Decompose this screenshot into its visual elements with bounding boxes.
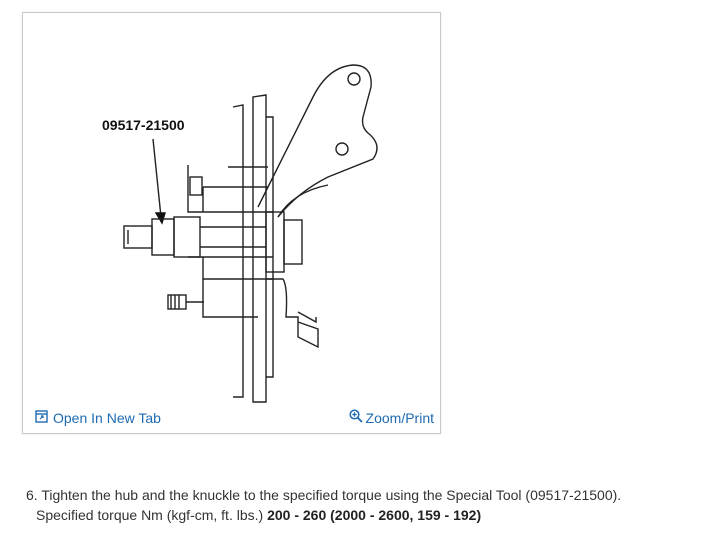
special-tool	[123, 211, 303, 273]
figure-card: 09517-21500	[22, 12, 441, 434]
torque-values: 200 - 260 (2000 - 2600, 159 - 192)	[267, 507, 482, 523]
open-in-new-tab-link[interactable]: Open In New Tab	[35, 410, 161, 426]
zoom-print-label: Zoom/Print	[365, 409, 434, 426]
arrow-head	[154, 212, 166, 225]
lower-knuckle	[167, 278, 319, 349]
open-in-new-tab-icon	[35, 410, 48, 426]
instruction-line-1: 6. Tighten the hub and the knuckle to th…	[26, 487, 622, 503]
tool-label: 09517-21500	[102, 117, 185, 133]
magnifier-plus-icon	[348, 409, 363, 426]
torque-prefix: Specified torque Nm (kgf-cm, ft. lbs.)	[36, 507, 268, 523]
leader-arrow	[152, 138, 162, 218]
zoom-print-link[interactable]: Zoom/Print	[348, 409, 434, 426]
hub-knuckle-diagram: 09517-21500	[28, 17, 436, 407]
instruction-line-2: Specified torque Nm (kgf-cm, ft. lbs.) 2…	[26, 505, 686, 525]
hub-body	[187, 94, 274, 403]
open-in-new-tab-label: Open In New Tab	[53, 410, 161, 426]
knuckle-arm	[257, 64, 378, 218]
instruction-step: 6. Tighten the hub and the knuckle to th…	[26, 485, 686, 525]
